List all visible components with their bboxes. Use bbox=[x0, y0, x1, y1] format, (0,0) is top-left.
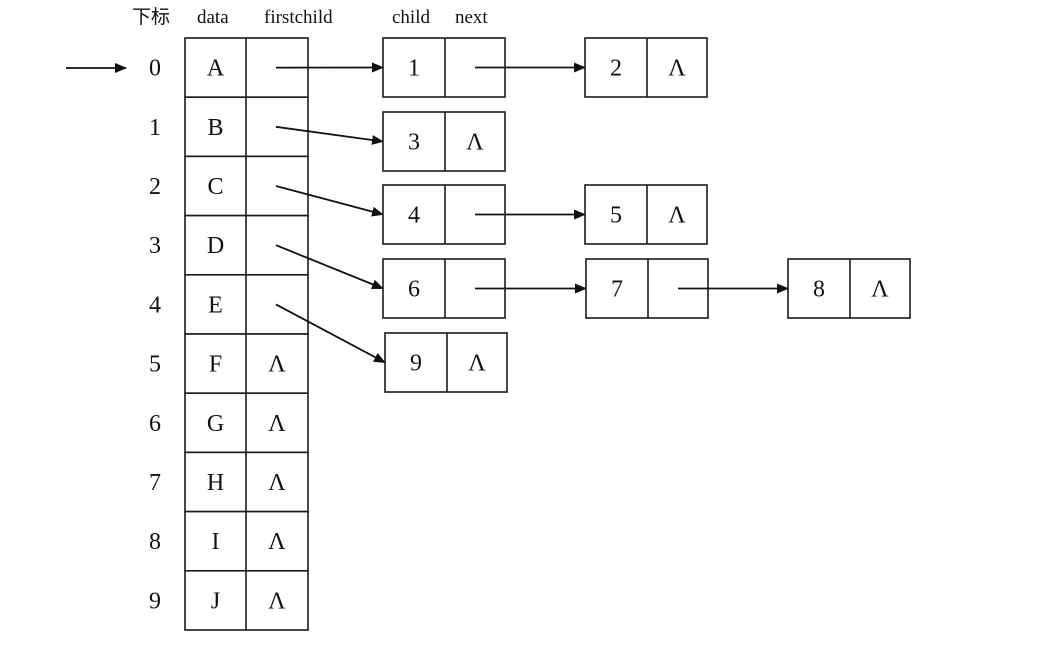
row-index: 3 bbox=[149, 233, 161, 259]
data-value: H bbox=[207, 470, 224, 496]
row-index: 9 bbox=[149, 588, 161, 614]
header-firstchild: firstchild bbox=[264, 7, 333, 28]
firstchild-value: Λ bbox=[268, 411, 286, 437]
child-value: 3 bbox=[408, 130, 420, 156]
table-row: 7 H Λ bbox=[149, 451, 309, 513]
firstchild-pointer-arrow bbox=[275, 244, 384, 290]
firstchild-value: Λ bbox=[268, 470, 286, 496]
child-value: 1 bbox=[408, 56, 420, 82]
data-value: E bbox=[208, 292, 223, 318]
data-value: C bbox=[207, 174, 223, 200]
data-value: B bbox=[207, 115, 223, 141]
child-value: 5 bbox=[610, 203, 622, 229]
data-value: G bbox=[207, 411, 224, 437]
row-index: 7 bbox=[149, 470, 161, 496]
row-index: 2 bbox=[149, 174, 161, 200]
list-node-box bbox=[384, 332, 508, 393]
firstchild-value: Λ bbox=[268, 588, 286, 614]
firstchild-pointer-arrow bbox=[275, 303, 386, 364]
firstchild-value: Λ bbox=[268, 352, 286, 378]
next-value: Λ bbox=[871, 277, 889, 303]
data-value: A bbox=[207, 56, 225, 82]
row-index: 1 bbox=[149, 115, 161, 141]
data-value: D bbox=[207, 233, 224, 259]
next-value: Λ bbox=[668, 56, 686, 82]
next-value: Λ bbox=[668, 203, 686, 229]
row-index: 6 bbox=[149, 411, 161, 437]
header-next: next bbox=[455, 7, 488, 28]
table-row: 8 I Λ bbox=[149, 510, 309, 572]
header-data: data bbox=[197, 7, 229, 28]
child-value: 4 bbox=[408, 203, 420, 229]
data-value: I bbox=[212, 529, 220, 555]
next-value: Λ bbox=[468, 351, 486, 377]
child-value: 7 bbox=[611, 277, 623, 303]
child-value: 9 bbox=[410, 351, 422, 377]
data-value: J bbox=[211, 588, 220, 614]
child-value: 8 bbox=[813, 277, 825, 303]
list-node-box bbox=[382, 111, 506, 172]
table-row: 5 F Λ bbox=[149, 333, 309, 395]
list-node-box bbox=[787, 258, 911, 319]
child-value: 6 bbox=[408, 277, 420, 303]
row-index: 0 bbox=[149, 56, 161, 82]
list-node-box bbox=[584, 184, 708, 245]
firstchild-pointer-arrow bbox=[275, 125, 384, 145]
firstchild-pointer-arrow bbox=[275, 185, 384, 217]
row-index: 5 bbox=[149, 352, 161, 378]
header-index: 下标 bbox=[132, 6, 170, 28]
firstchild-value: Λ bbox=[268, 529, 286, 555]
child-value: 2 bbox=[610, 56, 622, 82]
header-child: child bbox=[392, 7, 430, 28]
table-row: 9 J Λ bbox=[149, 569, 309, 631]
data-value: F bbox=[209, 352, 222, 378]
table-row: 6 G Λ bbox=[149, 392, 309, 454]
list-node-box bbox=[584, 37, 708, 98]
next-value: Λ bbox=[466, 130, 484, 156]
row-index: 8 bbox=[149, 529, 161, 555]
row-index: 4 bbox=[149, 292, 161, 318]
